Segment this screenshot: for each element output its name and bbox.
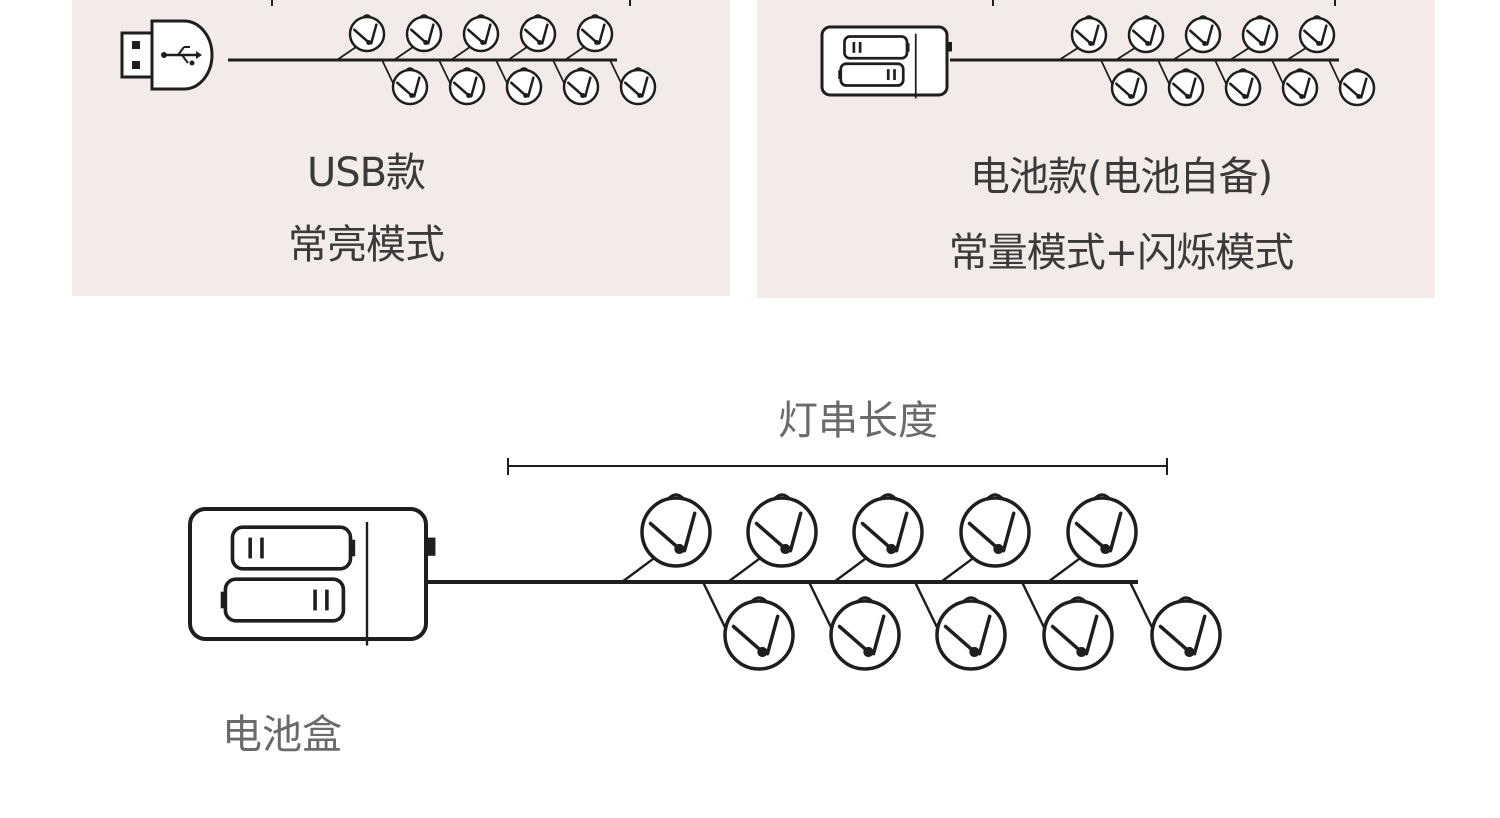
jingle-bell-icon (438, 59, 486, 106)
jingle-bell-icon (564, 14, 614, 61)
battery-box-label: 电池盒 (222, 712, 342, 758)
jingle-bell-icon (393, 14, 443, 61)
jingle-bell-icon (1157, 59, 1205, 107)
jingle-bell-icon (1020, 580, 1114, 671)
jingle-bell-icon (620, 493, 712, 584)
jingle-bell-icon (1328, 59, 1376, 107)
usb-plug-icon (120, 19, 214, 91)
jingle-bell-icon (1229, 15, 1279, 61)
jingle-bell-icon (507, 14, 557, 61)
jingle-bell-icon (1214, 59, 1262, 107)
usb-version-panel: USB款 常亮模式 (72, 0, 730, 296)
usb-version-title: USB款 (306, 150, 426, 196)
jingle-bell-icon (1115, 15, 1165, 61)
jingle-bell-icon (832, 493, 924, 584)
jingle-bell-icon (495, 59, 543, 106)
jingle-bell-icon (726, 493, 818, 584)
jingle-bell-icon (807, 580, 901, 671)
jingle-bell-icon (913, 580, 1007, 671)
battery-string-diagram (820, 0, 1376, 107)
battery-box-icon (820, 25, 952, 99)
jingle-bell-icon (939, 493, 1031, 584)
jingle-bell-icon (450, 14, 500, 61)
battery-version-mode: 常量模式+闪烁模式 (948, 230, 1295, 276)
jingle-bell-icon (1128, 580, 1222, 671)
jingle-bell-icon (336, 14, 386, 61)
jingle-bell-icon (1058, 15, 1108, 61)
length-dimension-bar (507, 458, 1168, 475)
jingle-bell-icon (552, 59, 600, 106)
jingle-bell-icon (1271, 59, 1319, 107)
jingle-bell-icon (381, 59, 429, 106)
battery-version-panel: 电池款(电池自备) 常量模式+闪烁模式 (757, 0, 1435, 298)
usb-version-mode: 常亮模式 (288, 222, 445, 268)
jingle-bell-icon (1046, 493, 1138, 584)
jingle-bell-icon (1172, 15, 1222, 61)
jingle-bell-icon (1100, 59, 1148, 107)
jingle-bell-icon (609, 59, 657, 106)
jingle-bell-icon (1286, 15, 1336, 61)
battery-box-icon (188, 507, 436, 646)
jingle-bell-icon (701, 580, 795, 671)
battery-version-title: 电池款(电池自备) (969, 154, 1273, 200)
light-string-length-label: 灯串长度 (778, 398, 938, 444)
usb-string-diagram (120, 0, 657, 106)
